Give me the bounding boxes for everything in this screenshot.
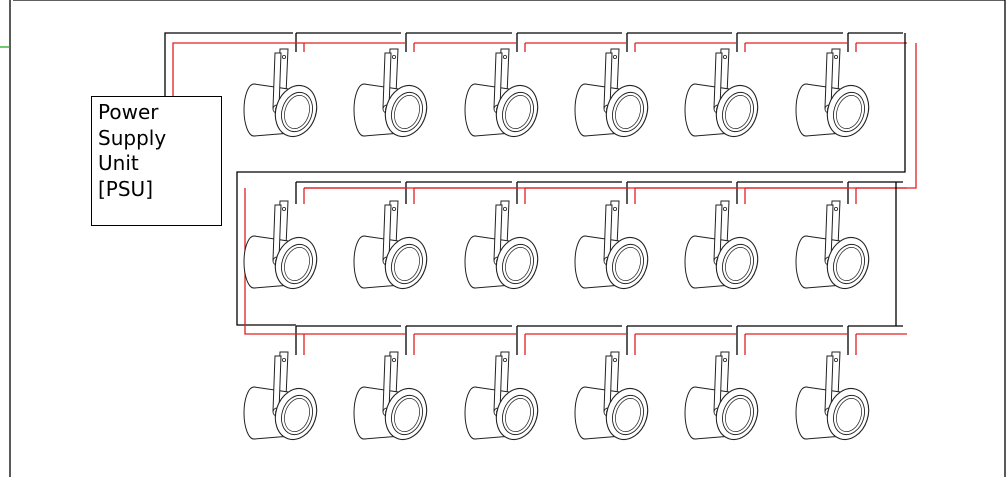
- spotlight-fixture-icon: [574, 200, 655, 295]
- spotlight-fixture-icon: [464, 351, 545, 446]
- spotlight-fixture-icon: [574, 351, 655, 446]
- spotlight-fixture-icon: [684, 200, 765, 295]
- row-link-positive-a: [304, 43, 917, 189]
- spotlight-fixture-icon: [684, 351, 765, 446]
- spotlight-fixture-icon: [795, 48, 876, 143]
- row-link-negative: [236, 33, 906, 326]
- spotlight-fixture-icon: [353, 48, 434, 143]
- spotlight-fixture-icon: [684, 48, 765, 143]
- fixture-layer: [243, 48, 876, 446]
- spotlight-fixture-icon: [353, 200, 434, 295]
- spotlight-fixture-icon: [243, 48, 324, 143]
- psu-negative-feed: [164, 32, 293, 96]
- spotlight-fixture-icon: [353, 351, 434, 446]
- spotlight-fixture-icon: [243, 200, 324, 295]
- row-link-positive-b: [244, 188, 304, 335]
- spotlight-fixture-icon: [795, 200, 876, 295]
- spotlight-fixture-icon: [243, 351, 324, 446]
- spotlight-fixture-icon: [464, 48, 545, 143]
- psu-positive-feed: [172, 42, 304, 96]
- power-supply-unit: Power Supply Unit [PSU]: [91, 96, 222, 226]
- spotlight-fixture-icon: [464, 200, 545, 295]
- spotlight-fixture-icon: [574, 48, 655, 143]
- spotlight-fixture-icon: [795, 351, 876, 446]
- psu-label: Power Supply Unit [PSU]: [98, 100, 167, 201]
